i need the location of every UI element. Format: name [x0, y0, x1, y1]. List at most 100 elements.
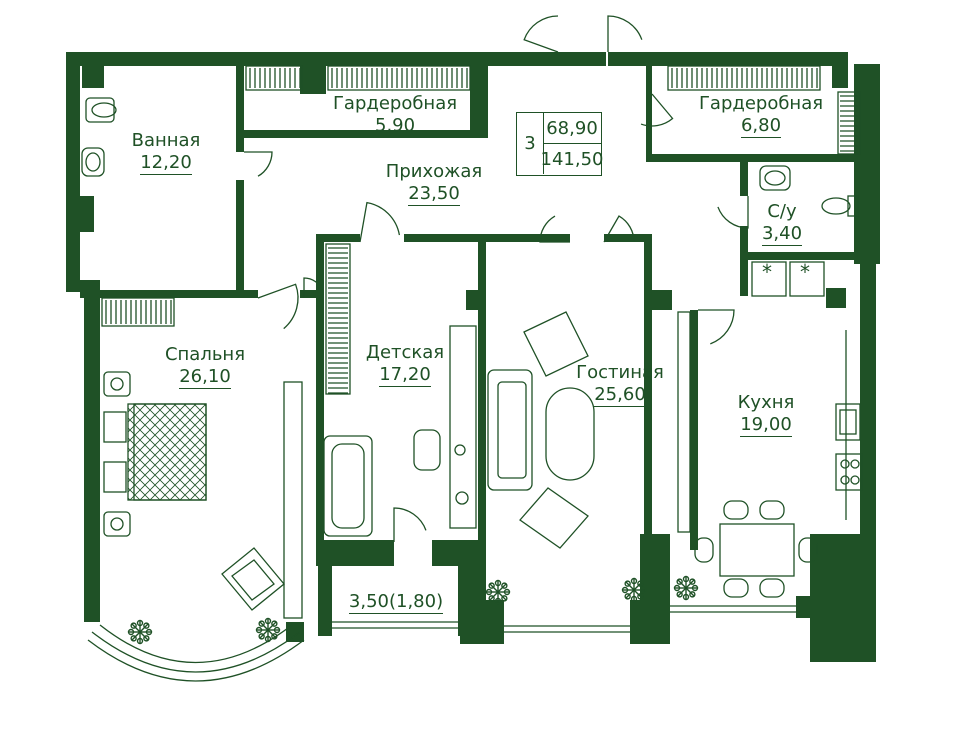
wardrobe-rail: [667, 65, 821, 91]
wall-kids-top: [316, 234, 360, 242]
bathtub-icon: [331, 443, 365, 529]
entrance-door: [607, 15, 643, 52]
leaf-tip: [143, 635, 150, 642]
pillow-icon: [103, 461, 127, 493]
room-label-wardrobe-right: Гардеробная 6,80: [684, 93, 838, 138]
armchair-icon: [221, 547, 285, 611]
room-area: 25,60: [594, 384, 646, 407]
room-area: 5,90: [374, 115, 416, 138]
leaf-tip: [501, 582, 508, 589]
wardrobe-icon: [283, 381, 303, 619]
armchair-icon: [519, 487, 589, 549]
sink-icon: [759, 165, 791, 191]
pillow-icon: [103, 411, 127, 443]
wall-wc-bottom: [740, 252, 858, 260]
wardrobe-rail: [325, 243, 351, 395]
stove-burner: [850, 475, 860, 485]
leaf-tip: [494, 579, 502, 587]
room-label-wardrobe-left: Гардеробная 5,90: [318, 93, 472, 138]
wall-right-lower: [810, 534, 876, 662]
room-area: 6,80: [740, 115, 782, 138]
wall-left-upper: [66, 52, 80, 292]
room-label-bedroom: Спальня 26,10: [150, 344, 260, 389]
wall-kids-bottom: [316, 540, 394, 566]
fridge-icon: [789, 261, 825, 297]
wall-balcony-left: [318, 566, 332, 636]
wall-column: [470, 64, 488, 138]
room-label-wc: С/у 3,40: [752, 201, 812, 246]
area-summary-box: 3 68,90 141,50: [516, 112, 604, 176]
asterisk-icon: *: [800, 260, 810, 284]
leaf-tip: [143, 622, 150, 629]
leaf-tip: [624, 580, 631, 587]
toilet-icon: [821, 197, 851, 215]
wall-column: [652, 290, 672, 310]
room-name: Гостиная: [576, 362, 664, 383]
wall-wardrobe: [240, 130, 486, 138]
wall: [630, 600, 670, 644]
wall-bathroom: [236, 64, 244, 152]
leaf-tip: [136, 619, 144, 627]
leaf-tip: [630, 577, 638, 585]
wall-wc-left: [740, 160, 748, 196]
leaf-tip: [273, 626, 281, 634]
leaf-tip: [503, 588, 511, 596]
chair-icon: [723, 578, 749, 598]
room-name: С/у: [767, 201, 797, 222]
sink-icon: [85, 152, 101, 172]
wardrobe-rail: [101, 297, 175, 327]
total-area: 141,50: [540, 148, 604, 170]
room-name: Ванная: [131, 130, 201, 151]
wall: [286, 622, 304, 642]
leaf-tip: [258, 620, 265, 627]
leaf-tip: [676, 591, 683, 598]
toilet-icon: [847, 195, 859, 217]
sink-icon: [839, 409, 857, 435]
wall-bedroom-top: [100, 290, 258, 298]
wall: [832, 52, 848, 88]
chair-icon: [798, 537, 818, 563]
chair-icon: [759, 578, 785, 598]
wardrobe-rail-hangers: [328, 247, 348, 394]
bay-window: [91, 631, 301, 673]
sink-icon: [764, 170, 786, 186]
leaf-tip: [271, 633, 278, 640]
wall-right: [860, 264, 876, 534]
walls: [66, 52, 880, 662]
wardrobe-rail: [245, 65, 303, 91]
wardrobe-rail-hangers: [840, 95, 858, 152]
nightstand-icon: [103, 511, 131, 537]
wardrobe-rail: [837, 91, 861, 155]
wardrobe-rail-hangers: [331, 68, 468, 88]
sink-icon: [835, 403, 861, 441]
room-area: 3,50(1,80): [348, 591, 444, 614]
leaf-tip: [637, 593, 644, 600]
wall: [80, 280, 100, 298]
sofa-icon: [487, 369, 533, 491]
leaf-tip: [624, 593, 631, 600]
leaf-tip: [689, 578, 696, 585]
wall: [640, 534, 670, 604]
plant-icon: [127, 619, 153, 645]
leaf-tip: [501, 595, 508, 602]
chair-icon: [759, 500, 785, 520]
entrance-door: [523, 15, 559, 53]
plant-icon: [255, 617, 281, 643]
leaf-tip: [673, 584, 681, 592]
lamp-icon: [455, 491, 469, 505]
desk-icon: [449, 325, 477, 529]
leaf-tip: [682, 575, 690, 583]
leaf-tip: [258, 633, 265, 640]
living-area: 68,90: [543, 113, 601, 144]
lamp-icon: [110, 377, 124, 391]
room-label-hallway: Прихожая 23,50: [370, 161, 498, 206]
tv-stand-icon: [677, 311, 691, 533]
office-chair-icon: [413, 429, 441, 471]
coffee-table-icon: [545, 387, 595, 481]
wardrobe-rail-hangers: [671, 68, 818, 88]
room-name: Гардеробная: [332, 93, 458, 114]
fixtures: **: [81, 15, 863, 682]
leaf-tip: [130, 622, 137, 629]
room-name: Прихожая: [385, 161, 483, 182]
armchair-icon: [523, 311, 589, 377]
